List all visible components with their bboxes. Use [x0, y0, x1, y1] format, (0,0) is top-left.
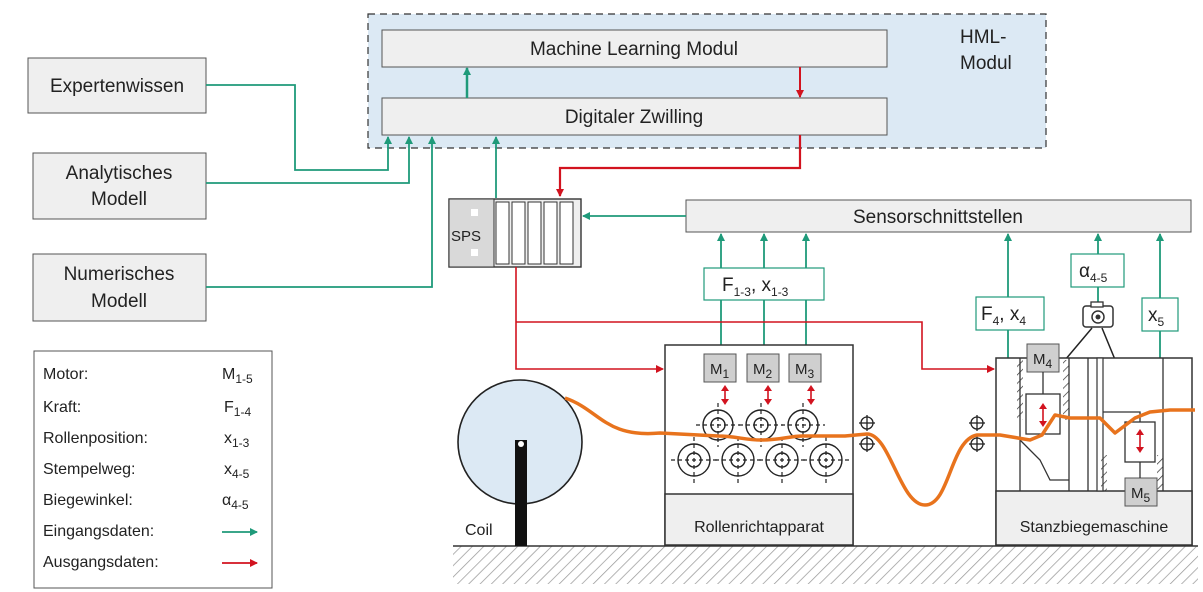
legend-force-symbol: F1-4 — [224, 399, 251, 419]
sensor-interfaces-label: Sensorschnittstellen — [853, 207, 1023, 228]
signal-f13-label: F1-3, x1-3 — [722, 275, 789, 299]
legend-stroke-symbol: x4-5 — [224, 461, 250, 481]
legend-roller-label: Rollenposition: — [43, 430, 148, 447]
hml-title-line2: Modul — [960, 53, 1012, 74]
motor-m2 — [746, 353, 780, 383]
straightener-label: Rollenrichtapparat — [694, 519, 824, 536]
motor-m4-label: M4 — [1033, 351, 1053, 371]
ground-hatch — [453, 546, 1198, 584]
numeric-model-label-1: Numerisches — [64, 264, 175, 285]
legend-stroke-label: Stempelweg: — [43, 461, 136, 478]
ml-module-box[interactable] — [381, 29, 888, 68]
motor-m1-label: M1 — [710, 361, 730, 381]
bottom-roller-crosshairs — [671, 437, 849, 483]
ml-module-label: Machine Learning Modul — [530, 39, 738, 60]
sps-controller[interactable] — [448, 198, 582, 268]
legend-angle-label: Biegewinkel: — [43, 492, 133, 509]
legend-output-label: Ausgangsdaten: — [43, 554, 159, 571]
top-roller-crosshairs — [696, 403, 825, 447]
sps-label: SPS — [451, 228, 481, 245]
analytic-model-label-1: Analytisches — [66, 163, 173, 184]
motor-m2-actuation-arrow — [764, 385, 772, 405]
coil-label: Coil — [465, 522, 493, 539]
coil-axle — [518, 441, 524, 447]
legend-box — [33, 350, 273, 589]
signal-f4-box — [975, 296, 1045, 331]
legend-rows: Motor: M1-5 Kraft: F1-4 Rollenposition: … — [43, 366, 258, 571]
legend-motor-label: Motor: — [43, 366, 88, 383]
motor-m1-actuation-arrow — [721, 385, 729, 405]
numeric-to-twin-arrow — [206, 136, 436, 288]
press-label: Stanzbiegemaschine — [1020, 519, 1169, 536]
expert-knowledge-box[interactable] — [27, 57, 207, 114]
legend-input-label: Eingangsdaten: — [43, 523, 154, 540]
signal-alpha-box — [1070, 253, 1125, 288]
guide-rollers — [859, 415, 985, 452]
legend-angle-symbol: α4-5 — [222, 492, 249, 512]
analytic-model-label-2: Modell — [91, 189, 147, 210]
camera-icon — [1082, 301, 1114, 328]
expert-to-twin-arrow — [206, 84, 392, 171]
sps-to-press-arrow — [516, 321, 995, 373]
analytic-to-twin-arrow — [206, 136, 413, 184]
numeric-model-box[interactable] — [32, 253, 207, 322]
metal-strip — [564, 396, 1195, 507]
signal-x5-label: x5 — [1148, 305, 1165, 329]
motor-m2-label: M2 — [753, 361, 773, 381]
motor-m5-label: M5 — [1131, 485, 1151, 505]
motor-m4-actuation-arrow — [1039, 403, 1047, 427]
motor-m3 — [788, 353, 822, 383]
motor-m1 — [703, 353, 737, 383]
legend-motor-symbol: M1-5 — [222, 366, 253, 386]
expert-knowledge-label: Expertenwissen — [50, 76, 184, 97]
hml-title-line1: HML- — [960, 27, 1006, 48]
legend-force-label: Kraft: — [43, 399, 81, 416]
digital-twin-box[interactable] — [381, 97, 888, 136]
signal-alpha-label: α4-5 — [1079, 261, 1108, 285]
motor-m4 — [1026, 343, 1060, 373]
press-machine[interactable] — [995, 357, 1193, 546]
motor-m5 — [1124, 477, 1158, 507]
motor-m3-actuation-arrow — [807, 385, 815, 405]
sps-to-straightener-arrow — [515, 267, 664, 373]
motor-m5-actuation-arrow — [1136, 429, 1144, 453]
signal-f4-label: F4, x4 — [981, 304, 1026, 328]
coil-stand — [515, 440, 527, 546]
analytic-model-box[interactable] — [32, 152, 207, 220]
twin-to-sps-arrow — [556, 135, 802, 197]
legend-roller-symbol: x1-3 — [224, 430, 250, 450]
sensor-interfaces-box[interactable] — [685, 199, 1192, 233]
digital-twin-label: Digitaler Zwilling — [565, 107, 703, 128]
motor-m3-label: M3 — [795, 361, 815, 381]
numeric-model-label-2: Modell — [91, 291, 147, 312]
